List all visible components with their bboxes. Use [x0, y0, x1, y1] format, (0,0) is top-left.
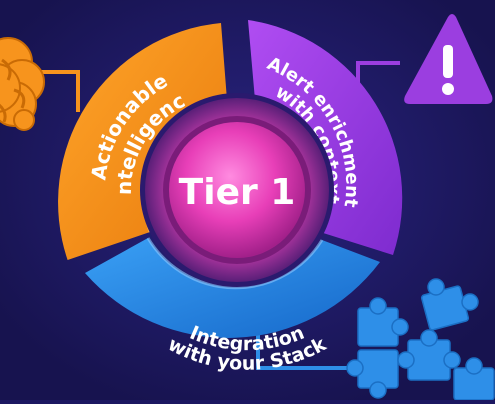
puzzle-piece-left [357, 297, 409, 347]
puzzle-piece-middle [346, 349, 399, 399]
connector-line-integration [256, 332, 355, 370]
segment-integration-highlight [146, 237, 324, 290]
center-label: Tier 1 [179, 172, 296, 213]
warning-icon [404, 14, 493, 104]
puzzle-icon [346, 278, 495, 401]
brain-icon [0, 37, 45, 131]
segment-alert-enrichment [248, 20, 403, 255]
puzzle-piece-top [420, 278, 479, 331]
segment-actionable-intelligence [58, 23, 227, 260]
connector-line-actionable [35, 70, 80, 112]
puzzle-piece-right [397, 329, 461, 381]
center-button [169, 122, 305, 258]
